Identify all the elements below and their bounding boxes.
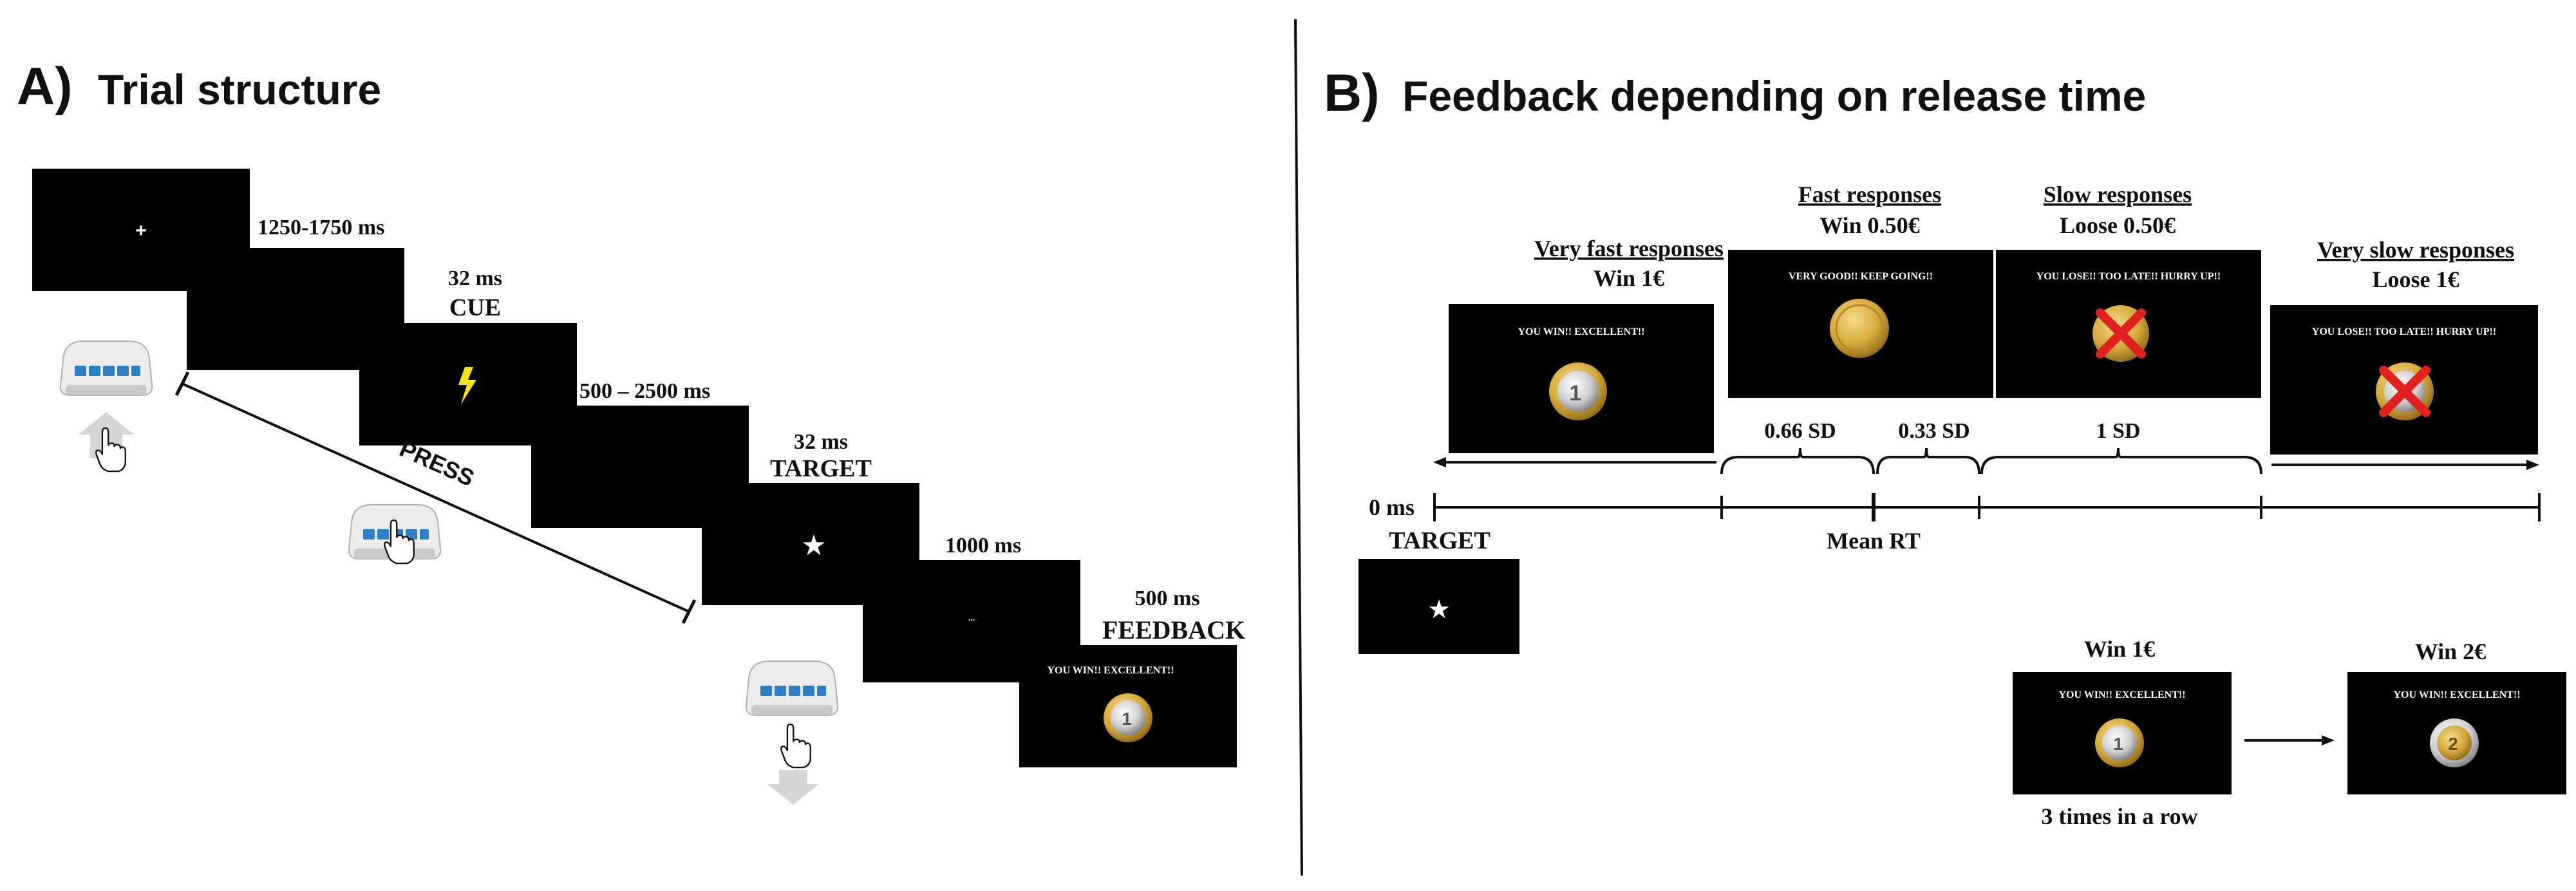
euro-coin-icon: 1 xyxy=(1549,362,1607,420)
panel-a-letter: A) xyxy=(17,57,73,116)
screen-message: YOU WIN!! EXCELLENT!! xyxy=(2058,689,2185,700)
fifty-cent-coin-icon xyxy=(1830,299,1889,358)
blank-dots: ... xyxy=(968,614,975,623)
category-name: Slow responses xyxy=(2044,182,2192,207)
category-name: Very slow responses xyxy=(2317,237,2514,263)
panel-b-letter: B) xyxy=(1324,64,1380,122)
category-outcome: Loose 0.50€ xyxy=(2060,212,2176,238)
target-star-icon: ★ xyxy=(801,529,826,562)
blank-duration: 1000 ms xyxy=(945,534,1021,558)
screen-message: YOU WIN!! EXCELLENT!! xyxy=(1518,326,1644,337)
keypad-icon xyxy=(59,341,153,396)
range-arrows xyxy=(1433,457,2539,470)
panel-divider xyxy=(1294,19,1303,876)
timeline xyxy=(1433,493,2541,521)
screen-message: VERY GOOD!! KEEP GOING!! xyxy=(1789,271,1933,282)
category-fast: Fast responses Win 0.50€ VERY GOOD!! KEE… xyxy=(1728,182,1993,398)
category-very-slow: Very slow responses Loose 1€ YOU LOSE!! … xyxy=(2270,237,2538,455)
target-duration: 32 ms xyxy=(794,430,848,454)
svg-text:1: 1 xyxy=(2113,734,2123,754)
target-label: TARGET xyxy=(770,455,872,482)
cue-duration: 32 ms xyxy=(448,267,502,290)
screen-message: YOU LOSE!! TOO LATE!! HURRY UP!! xyxy=(2036,271,2221,282)
keypad-release-icon xyxy=(745,661,839,716)
category-name: Very fast responses xyxy=(1534,236,1724,261)
bonus-win1-label: Win 1€ xyxy=(2084,636,2155,662)
timeline-mean-label: Mean RT xyxy=(1827,528,1921,554)
bonus-arrow xyxy=(2244,735,2335,746)
target-screen-b: ★ xyxy=(1359,559,1519,654)
svg-text:1: 1 xyxy=(1570,381,1582,406)
fixation-duration: 1250-1750 ms xyxy=(258,216,384,239)
interval-label-1: 1 SD xyxy=(2096,419,2141,443)
svg-text:2: 2 xyxy=(2448,734,2458,754)
timeline-target-label: TARGET xyxy=(1389,527,1490,554)
lost-euro-coin-icon xyxy=(2376,362,2434,420)
bonus-win2-screen: YOU WIN!! EXCELLENT!! 2 xyxy=(2347,672,2566,794)
svg-text:1: 1 xyxy=(1122,709,1132,729)
bonus-win2-label: Win 2€ xyxy=(2415,639,2486,664)
category-outcome: Win 0.50€ xyxy=(1819,212,1919,238)
euro-coin-icon: 1 xyxy=(2095,718,2144,767)
lost-coin-icon xyxy=(2092,305,2149,362)
target-star-icon: ★ xyxy=(1427,595,1451,624)
lightning-icon xyxy=(458,367,476,404)
hand-release-icon xyxy=(780,723,811,769)
timeline-zero-label: 0 ms xyxy=(1369,494,1415,520)
category-outcome: Win 1€ xyxy=(1594,265,1664,291)
bonus-win1-screen: YOU WIN!! EXCELLENT!! 1 xyxy=(2013,672,2232,794)
category-name: Fast responses xyxy=(1798,182,1941,207)
feedback-message: YOU WIN!! EXCELLENT!! xyxy=(1047,665,1174,676)
euro-coin-icon: 1 xyxy=(1104,693,1152,742)
category-very-fast: Very fast responses Win 1€ YOU WIN!! EXC… xyxy=(1449,236,1724,453)
cue-label: CUE xyxy=(449,294,501,321)
panel-a-title: Trial structure xyxy=(98,66,381,113)
panel-b-title: Feedback depending on release time xyxy=(1402,72,2146,120)
down-arrow-icon xyxy=(767,770,819,805)
target-screen: ★ xyxy=(702,483,919,605)
two-euro-coin-icon: 2 xyxy=(2430,718,2479,767)
feedback-label: FEEDBACK xyxy=(1102,615,1245,644)
category-outcome: Loose 1€ xyxy=(2373,267,2459,292)
fixation-cross: + xyxy=(135,220,147,241)
category-slow: Slow responses Loose 0.50€ YOU LOSE!! TO… xyxy=(1996,182,2261,398)
screen-message: YOU WIN!! EXCELLENT!! xyxy=(2393,689,2520,700)
sd-braces xyxy=(1720,447,2262,474)
bonus-streak-label: 3 times in a row xyxy=(2041,803,2197,829)
feedback-duration: 500 ms xyxy=(1134,586,1199,610)
interval-label-066: 0.66 SD xyxy=(1764,419,1836,443)
screen-message: YOU LOSE!! TOO LATE!! HURRY UP!! xyxy=(2312,326,2496,337)
interval-label-033: 0.33 SD xyxy=(1898,419,1970,443)
feedback-screen: YOU WIN!! EXCELLENT!! 1 xyxy=(1019,645,1237,767)
isi-duration: 500 – 2500 ms xyxy=(579,379,710,403)
